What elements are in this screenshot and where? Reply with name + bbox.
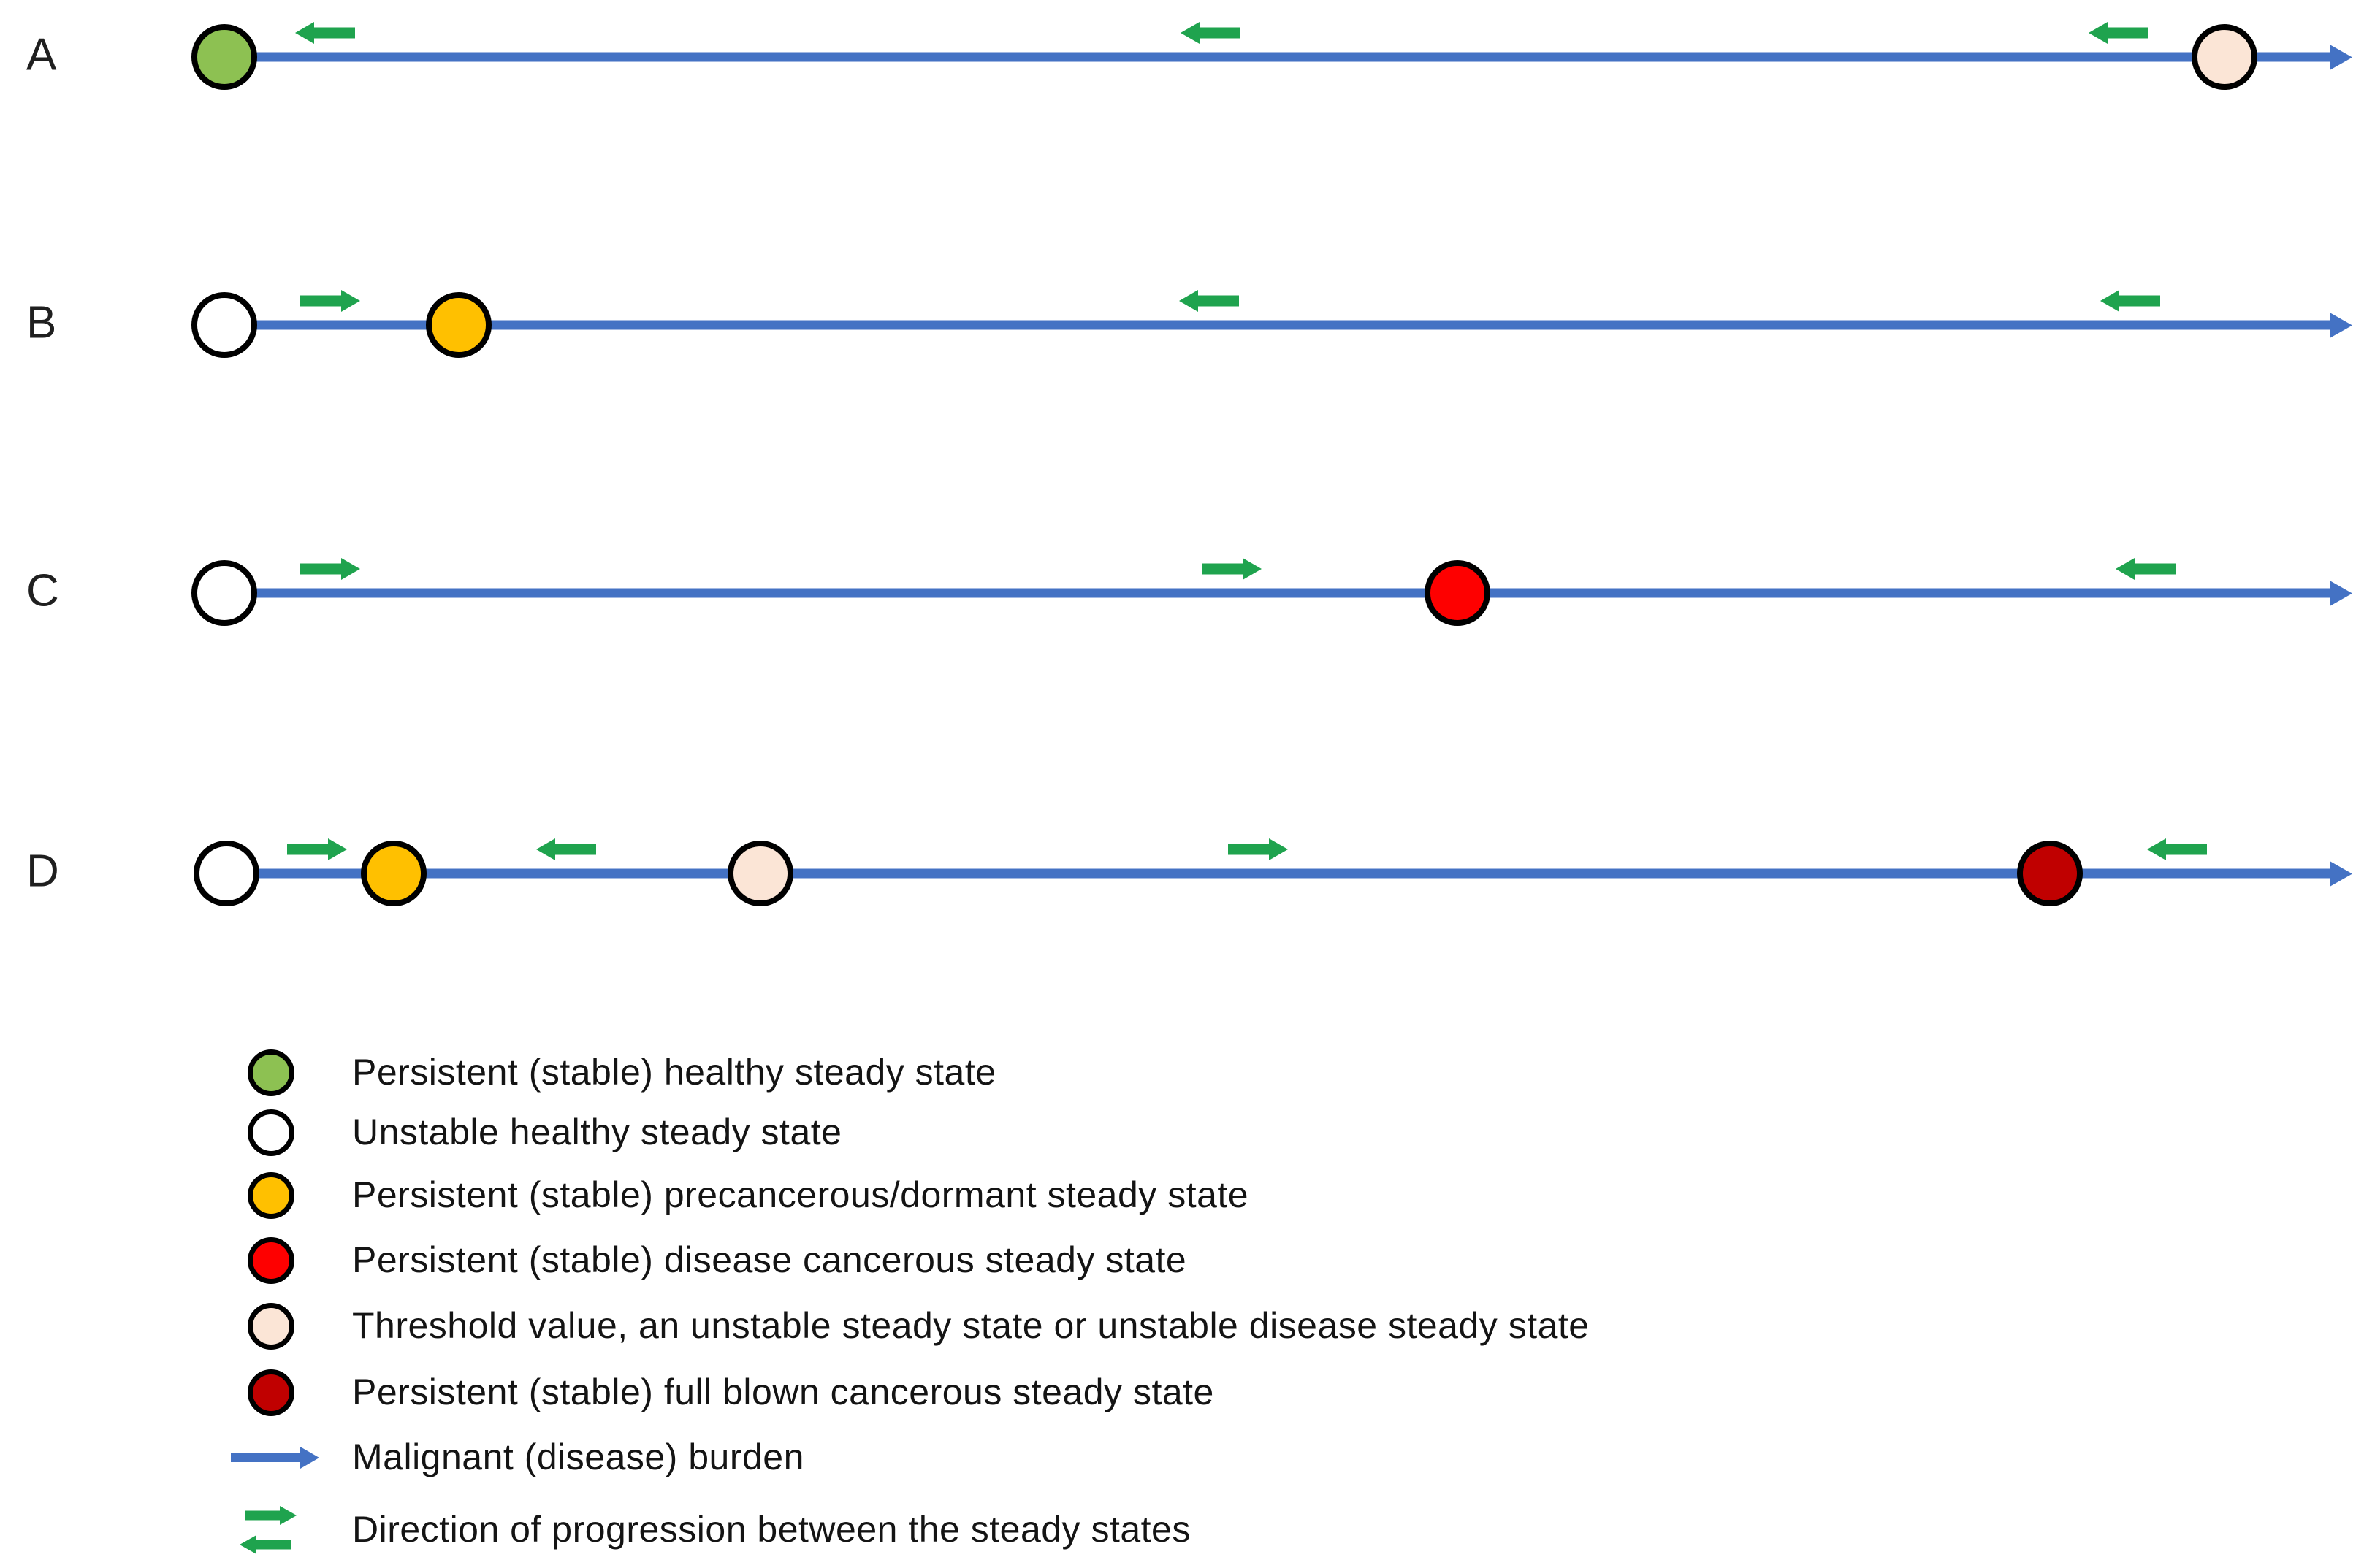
legend-label: Threshold value, an unstable steady stat… <box>352 1305 1590 1346</box>
legend-label: Persistent (stable) precancerous/dormant… <box>352 1174 1249 1215</box>
legend-icon-cancerous-circle <box>248 1237 294 1284</box>
legend-icon-threshold-circle <box>248 1303 294 1350</box>
legend-label: Persistent (stable) healthy steady state <box>352 1052 996 1093</box>
progression-left-arrow-icon <box>295 22 355 44</box>
progression-left-arrow-icon <box>2089 22 2148 44</box>
malignant-burden-axis-row-D <box>219 868 2330 879</box>
legend-icon-unstable-healthy-circle <box>248 1109 294 1156</box>
progression-left-arrow-icon <box>536 838 596 860</box>
legend-label: Malignant (disease) burden <box>352 1437 804 1477</box>
legend-icon-precancerous-circle <box>248 1172 294 1219</box>
state-unstable-healthy-circle <box>191 560 257 626</box>
legend-icon-full-blown-cancerous-circle <box>248 1369 294 1416</box>
legend-icon-malignant-burden-arrow <box>231 1453 300 1462</box>
row-label-A: A <box>26 29 57 80</box>
row-label-D: D <box>26 846 59 897</box>
progression-left-arrow-icon <box>2147 838 2207 860</box>
legend-icon-stable-healthy-circle <box>248 1049 294 1096</box>
state-unstable-healthy-circle <box>194 841 259 906</box>
state-precancerous-circle <box>361 841 427 906</box>
state-precancerous-circle <box>426 292 492 358</box>
state-threshold-circle <box>728 841 793 906</box>
legend-label: Direction of progression between the ste… <box>352 1509 1191 1550</box>
progression-right-arrow-icon <box>287 838 347 860</box>
malignant-burden-axis-row-C <box>219 588 2330 598</box>
state-stable-healthy-circle <box>191 24 257 90</box>
progression-right-arrow-icon <box>300 558 360 580</box>
legend-icon-progression-left-arrow <box>239 1535 291 1554</box>
legend-label: Unstable healthy steady state <box>352 1112 842 1152</box>
state-threshold-circle <box>2192 24 2257 90</box>
state-full-blown-cancerous-circle <box>2017 841 2083 906</box>
malignant-burden-axis-row-A <box>219 52 2330 62</box>
legend-label: Persistent (stable) disease cancerous st… <box>352 1239 1187 1280</box>
legend-label: Persistent (stable) full blown cancerous… <box>352 1372 1214 1412</box>
row-label-C: C <box>26 565 59 616</box>
progression-left-arrow-icon <box>2116 558 2176 580</box>
row-label-B: B <box>26 297 57 348</box>
progression-right-arrow-icon <box>1228 838 1288 860</box>
progression-left-arrow-icon <box>1181 22 1240 44</box>
progression-right-arrow-icon <box>1202 558 1262 580</box>
state-unstable-healthy-circle <box>191 292 257 358</box>
malignant-burden-axis-row-B <box>219 320 2330 330</box>
progression-right-arrow-icon <box>300 290 360 312</box>
progression-left-arrow-icon <box>1179 290 1239 312</box>
progression-left-arrow-icon <box>2100 290 2160 312</box>
state-cancerous-circle <box>1425 560 1490 626</box>
legend-icon-progression-right-arrow <box>245 1506 297 1525</box>
